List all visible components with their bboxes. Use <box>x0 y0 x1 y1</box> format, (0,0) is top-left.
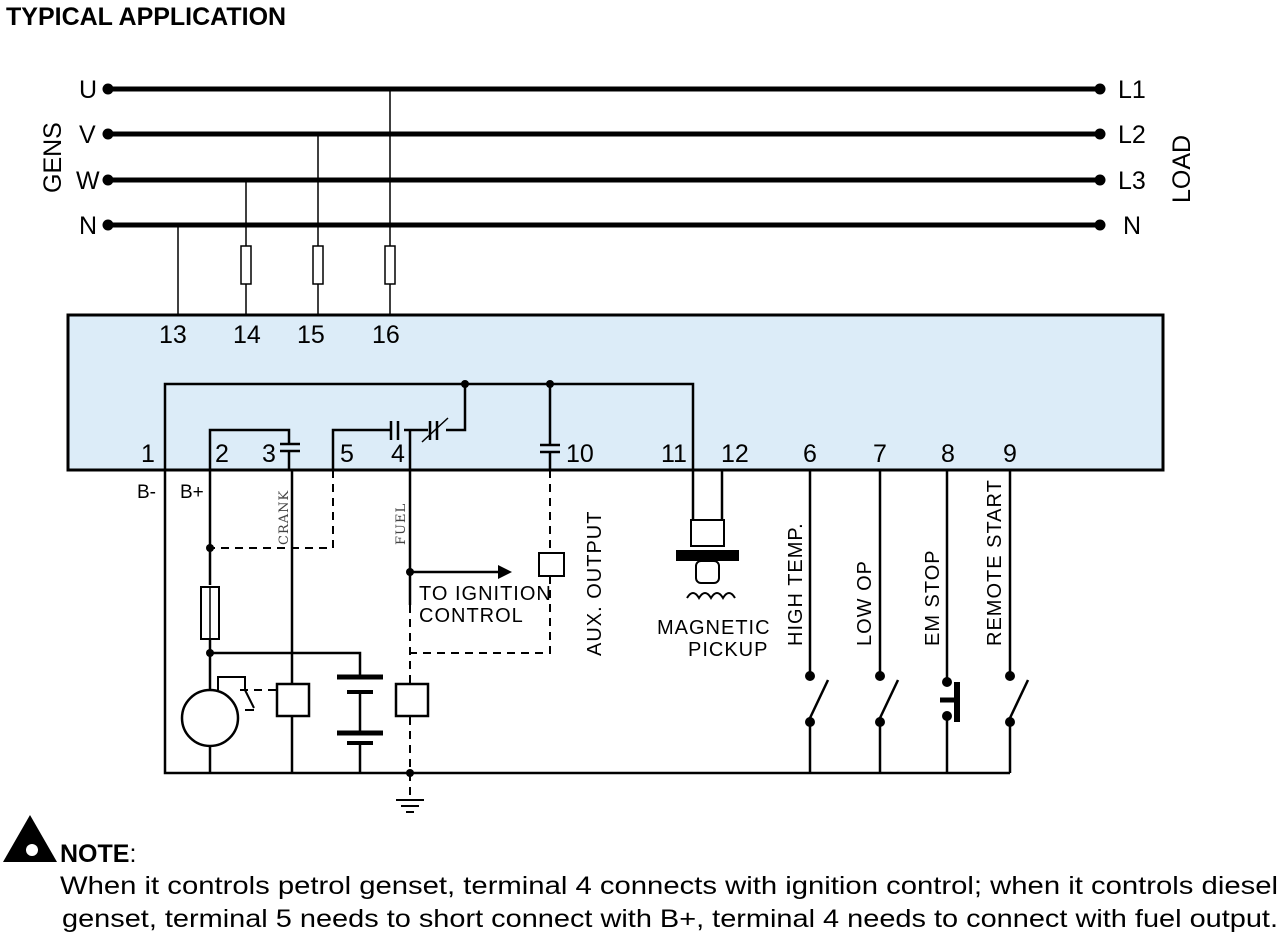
aux-output-label: AUX. OUTPUT <box>584 511 606 656</box>
gens-label: GENS <box>39 122 67 193</box>
arrow-icon <box>498 565 512 579</box>
ground-icon <box>396 799 424 813</box>
warning-triangle-icon <box>3 815 57 862</box>
load-phase-l2: L2 <box>1118 121 1146 149</box>
load-label: LOAD <box>1168 135 1196 203</box>
ignition-label-line2: CONTROL <box>419 605 524 627</box>
terminal-9: 9 <box>1003 440 1017 468</box>
fuel-label: FUEL <box>394 503 409 545</box>
battery-icon <box>337 674 383 745</box>
note-heading: NOTE: <box>60 840 136 868</box>
fuse-icon <box>240 245 252 285</box>
crank-relay-icon <box>275 682 311 718</box>
terminal-8: 8 <box>941 440 955 468</box>
controller-box <box>66 313 1165 472</box>
terminal-13: 13 <box>159 321 187 349</box>
load-phase-l1: L1 <box>1118 76 1146 104</box>
magnetic-pickup-label-line2: PICKUP <box>688 639 768 661</box>
high-temp-switch-icon <box>808 679 830 719</box>
b-minus-label: B- <box>137 482 156 503</box>
low-op-switch-icon <box>878 679 900 719</box>
diagram-title: TYPICAL APPLICATION <box>6 3 286 31</box>
note-section: NOTE: When it controls petrol genset, te… <box>3 815 1278 933</box>
input-switches <box>808 679 1030 722</box>
gens-phase-v: V <box>79 121 96 149</box>
load-phase-n: N <box>1123 212 1141 240</box>
fuel-relay-icon <box>394 682 430 718</box>
high-temp-label: HIGH TEMP. <box>785 522 807 646</box>
terminal-1: 1 <box>141 440 155 468</box>
terminal-12: 12 <box>721 440 749 468</box>
crank-label: CRANK <box>277 490 292 545</box>
starter-motor-icon <box>180 688 240 748</box>
note-line-1: When it controls petrol genset, terminal… <box>60 872 1278 900</box>
power-bus: U V W N L1 L2 L3 N GENS LOAD <box>39 76 1196 240</box>
terminal-14: 14 <box>233 321 261 349</box>
remote-start-label: REMOTE START <box>984 479 1006 646</box>
terminal-16: 16 <box>372 321 400 349</box>
low-op-label: LOW OP <box>854 560 876 646</box>
external-wiring <box>163 470 1012 775</box>
terminal-5: 5 <box>340 440 354 468</box>
note-line-2: genset, terminal 5 needs to short connec… <box>62 905 1278 933</box>
terminal-7: 7 <box>873 440 887 468</box>
terminal-15: 15 <box>297 321 325 349</box>
gens-phase-w: W <box>76 167 100 195</box>
fuse-icon <box>384 245 396 285</box>
magnetic-pickup-label-line1: MAGNETIC <box>657 617 771 639</box>
dashed-wiring <box>210 470 551 800</box>
em-stop-button-icon <box>940 682 960 722</box>
gens-phase-u: U <box>79 76 97 104</box>
terminal-10: 10 <box>566 440 594 468</box>
internal-wiring <box>163 382 695 470</box>
voltage-sense-taps <box>177 89 396 315</box>
terminal-labels: 13 14 15 16 1 2 3 5 4 10 11 12 6 7 8 9 <box>141 321 1017 468</box>
magnetic-pickup-icon <box>676 519 739 600</box>
terminal-4: 4 <box>391 440 405 468</box>
em-stop-label: EM STOP <box>922 549 944 646</box>
terminal-6: 6 <box>803 440 817 468</box>
remote-start-switch-icon <box>1008 679 1030 719</box>
b-plus-label: B+ <box>180 482 204 503</box>
load-phase-l3: L3 <box>1118 167 1146 195</box>
terminal-3: 3 <box>262 440 276 468</box>
ignition-label-line1: TO IGNITION <box>419 583 552 605</box>
terminal-2: 2 <box>215 440 229 468</box>
gens-phase-n: N <box>79 212 97 240</box>
aux-relay-icon <box>538 552 565 577</box>
fuse-icon <box>312 245 324 285</box>
terminal-11: 11 <box>661 440 687 468</box>
